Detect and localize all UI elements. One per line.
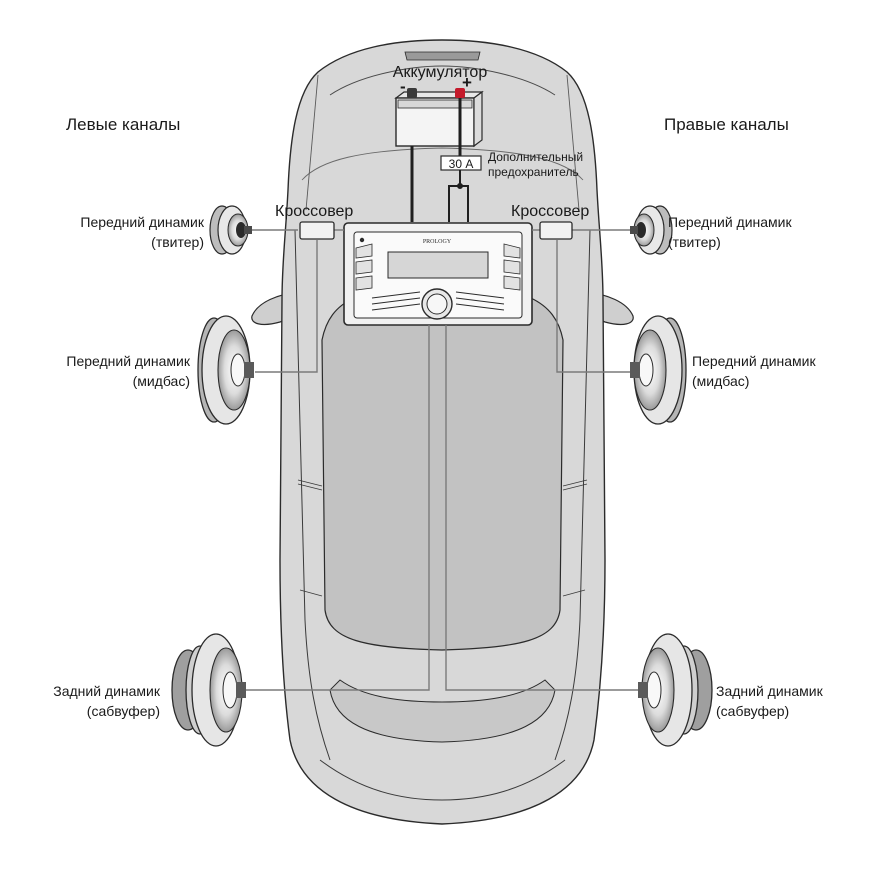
crossover-left-label: Кроссовер: [275, 203, 354, 220]
right-midbass-label-1: Передний динамик: [692, 353, 816, 369]
battery-plus-terminal: [455, 88, 465, 98]
crossover-left: [299, 221, 335, 240]
extra-fuse-label-line1: Дополнительный: [488, 150, 584, 164]
head-unit-display: [387, 251, 489, 279]
right-tweeter-label-1: Передний динамик: [668, 214, 792, 230]
right-sub-label-1: Задний динамик: [716, 683, 823, 699]
left-midbass-label-1: Передний динамик: [66, 353, 190, 369]
extra-fuse-label-line2: предохранитель: [488, 165, 579, 179]
left-subwoofer-speaker: [171, 633, 246, 747]
battery-minus-label: -: [400, 77, 406, 96]
crossover-right: [539, 221, 573, 240]
right-tweeter-speaker: [630, 205, 673, 255]
battery: [394, 88, 484, 148]
speaker-wiring: [245, 229, 640, 691]
roof-glass: [321, 283, 564, 651]
head-unit-brand: PROLOGY: [423, 239, 452, 245]
right-midbass-label-2: (мидбас): [692, 373, 750, 389]
right-subwoofer-speaker: [638, 633, 713, 747]
right-midbass-speaker: [630, 315, 687, 425]
battery-minus-terminal: [407, 88, 417, 98]
left-midbass-label-2: (мидбас): [132, 373, 190, 389]
left-channels-title: Левые каналы: [66, 115, 181, 134]
left-sub-label-1: Задний динамик: [53, 683, 160, 699]
right-tweeter-label-2: (твитер): [668, 234, 721, 250]
fuse-rating: 30 А: [448, 157, 474, 171]
left-tweeter-speaker: [209, 205, 252, 255]
crossover-right-label: Кроссовер: [511, 203, 590, 220]
head-unit: PROLOGY: [343, 222, 533, 326]
left-tweeter-label-1: Передний динамик: [80, 214, 204, 230]
right-sub-label-2: (сабвуфер): [716, 703, 790, 719]
right-channels-title: Правые каналы: [664, 115, 789, 134]
left-tweeter-label-2: (твитер): [151, 234, 204, 250]
left-midbass-speaker: [197, 315, 254, 425]
battery-label: Аккумулятор: [392, 64, 488, 81]
power-wiring: [410, 98, 482, 222]
battery-plus-label: +: [462, 73, 472, 92]
left-sub-label-2: (сабвуфер): [86, 703, 160, 719]
